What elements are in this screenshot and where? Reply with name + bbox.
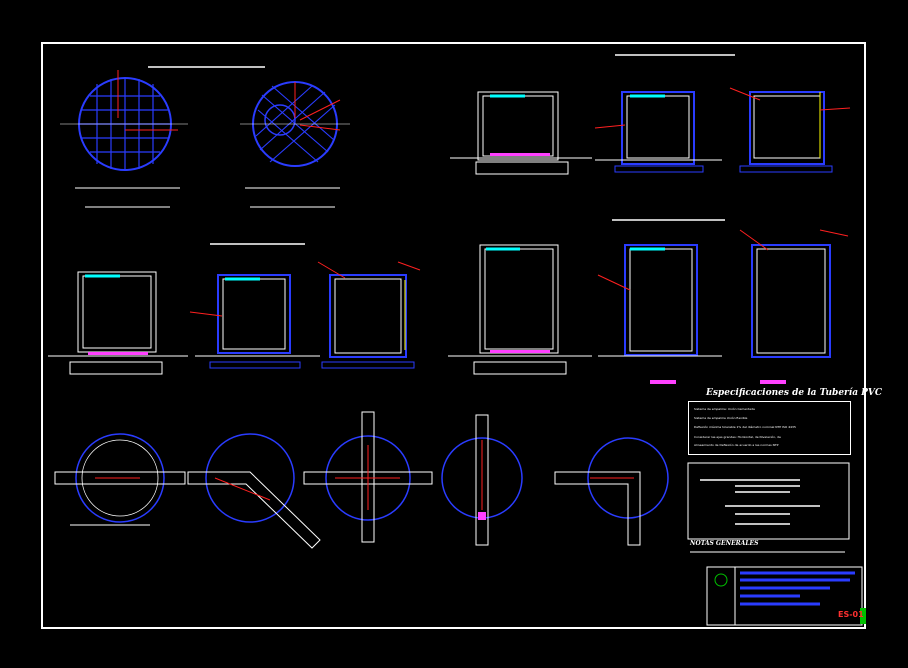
table-box <box>687 462 850 540</box>
specs-box: Sistema de empalme: Unión Cementada Sist… <box>688 401 851 455</box>
fitting-elbow-45 <box>187 433 321 549</box>
spec-line-2: Sistema de empalme Unión flexible <box>694 416 748 420</box>
cover-plan-2 <box>240 81 350 208</box>
chamber-section-7 <box>448 219 725 375</box>
notes-title: NOTAS GENERALES <box>690 540 759 547</box>
spec-line-5: Alineamiento de Deflexión de acuerdo a l… <box>694 443 779 447</box>
specs-title: Especificaciones de la Tubería PVC <box>706 388 883 398</box>
chamber-section-6 <box>317 261 421 369</box>
fitting-cross <box>303 411 433 543</box>
chamber-section-4 <box>48 243 305 375</box>
chamber-section-5 <box>189 274 320 369</box>
chamber-section-3 <box>729 87 851 173</box>
fitting-straight <box>54 433 186 526</box>
spec-line-4: Considerar las ejes grandes: Horizontal,… <box>694 435 781 439</box>
sheet-code: ES-01 <box>838 610 864 619</box>
fitting-elbow-90 <box>554 437 669 546</box>
spec-line-1: Sistema de empalme: Unión Cementada <box>694 407 755 411</box>
cover-plan-1 <box>60 66 265 208</box>
title-block <box>706 566 866 626</box>
chamber-section-8 <box>597 244 722 384</box>
fitting-vertical <box>441 414 523 546</box>
chamber-section-1 <box>450 54 735 175</box>
sheet-border <box>41 42 866 629</box>
chamber-section-9 <box>739 229 849 384</box>
chamber-section-2 <box>594 91 722 173</box>
table-rows <box>700 479 820 525</box>
spec-line-3: Deflexión máxima tolerable 1% del diámet… <box>694 425 796 429</box>
